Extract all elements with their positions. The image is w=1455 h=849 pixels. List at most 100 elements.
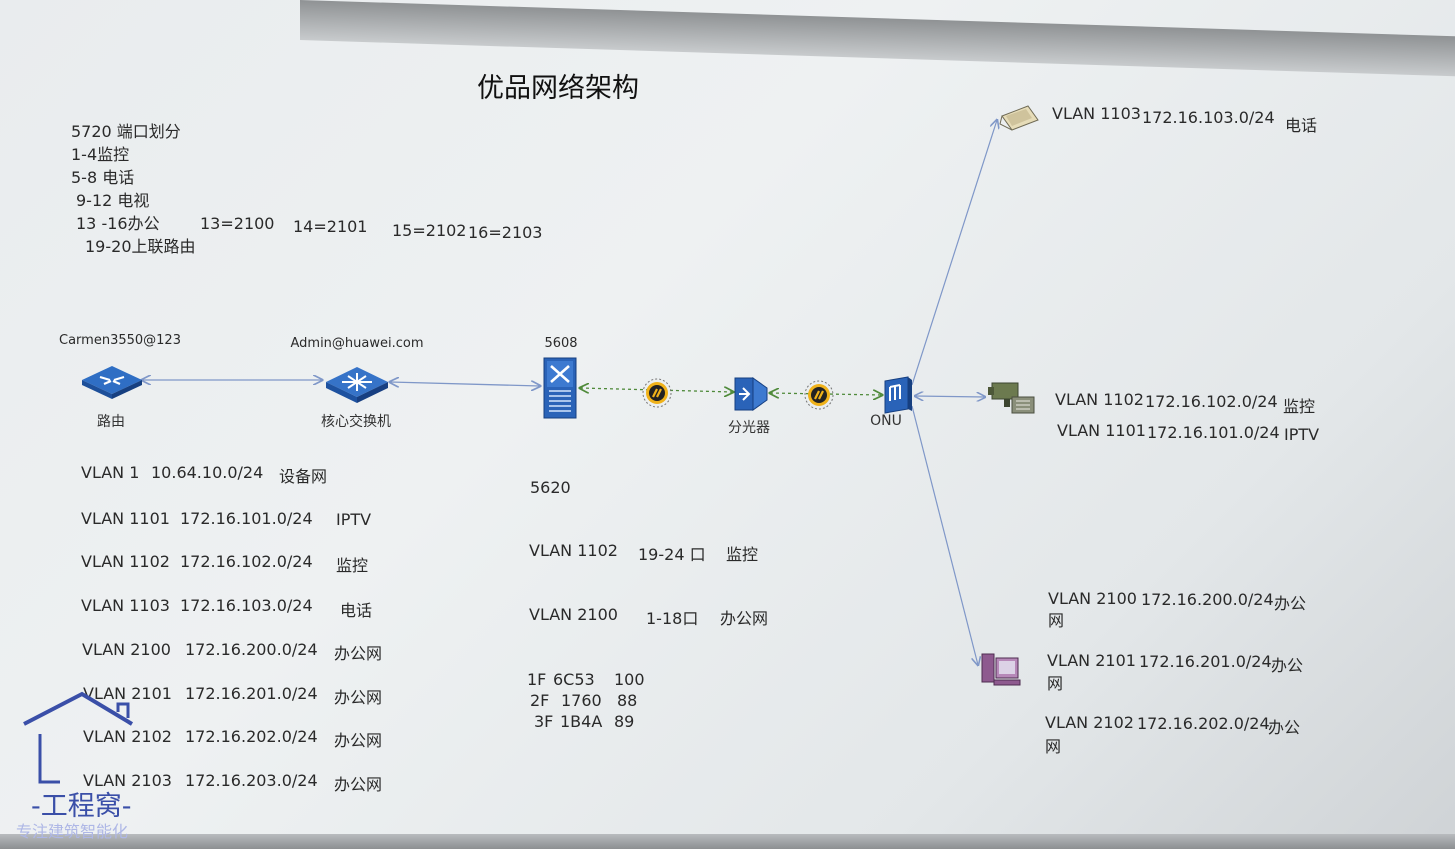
- port-plan-line: 19-20上联路由: [85, 237, 196, 256]
- port-plan-line: 9-12 电视: [76, 191, 150, 210]
- floor-label: 3F: [534, 712, 554, 731]
- port-vlan-map: 14=2101: [293, 217, 368, 236]
- watermark-slogan: 专注建筑智能化: [16, 822, 129, 841]
- pc-vlan-name: 办公: [1268, 718, 1301, 737]
- vlan-id: VLAN 2103: [83, 771, 172, 790]
- splitter-label: 分光器: [728, 420, 770, 436]
- iptv-vlan-name: IPTV: [1284, 425, 1320, 444]
- monitor-bottom-bezel: [0, 834, 1455, 849]
- fiber-connector-icon: [641, 377, 673, 413]
- olt-model-label: 5608: [544, 336, 578, 351]
- switch-5620-ports: 19-24 口: [638, 545, 706, 564]
- pc-vlan-subnet: 172.16.200.0/24: [1141, 590, 1274, 609]
- port-plan-line: 5-8 电话: [71, 168, 135, 187]
- phone-vlan-id: VLAN 1103: [1052, 104, 1141, 123]
- vlan-name: 办公网: [334, 731, 383, 750]
- floor-count: 89: [614, 712, 635, 731]
- vlan-subnet: 172.16.103.0/24: [180, 596, 313, 615]
- port-vlan-map: 15=2102: [392, 221, 467, 240]
- link-onu-phone: [911, 120, 997, 386]
- floor-count: 88: [617, 691, 638, 710]
- pc-vlan-name: 办公: [1274, 594, 1307, 613]
- port-vlan-map: 16=2103: [468, 223, 543, 242]
- vlan-id: VLAN 2100: [82, 640, 171, 659]
- fiber-connector-icon: [803, 379, 835, 415]
- floor-label: 2F: [530, 691, 550, 710]
- floor-label: 1F: [527, 670, 547, 689]
- pc-vlan-name-wrap: 网: [1047, 674, 1064, 693]
- onu-icon: [882, 375, 914, 419]
- switch-5620-ports: 1-18口: [646, 609, 699, 628]
- router-credential: Carmen3550@123: [59, 333, 181, 348]
- vlan-subnet: 172.16.201.0/24: [185, 684, 318, 703]
- vlan-name: 办公网: [334, 775, 383, 794]
- link-core-olt: [390, 382, 540, 386]
- vlan-name: IPTV: [336, 510, 372, 529]
- pc-vlan-subnet: 172.16.201.0/24: [1139, 652, 1272, 671]
- core-switch-label: 核心交换机: [321, 414, 391, 430]
- vlan-id: VLAN 1101: [81, 509, 170, 528]
- floor-count: 100: [614, 670, 645, 689]
- vlan-id: VLAN 1102: [81, 552, 170, 571]
- port-vlan-map: 13=2100: [200, 214, 275, 233]
- camera-icon: [986, 377, 1036, 421]
- core-switch-credential: Admin@huawei.com: [290, 336, 424, 351]
- pc-vlan-name: 办公: [1271, 656, 1304, 675]
- switch-5620-title: 5620: [530, 478, 571, 497]
- camera-vlan-id: VLAN 1102: [1055, 390, 1144, 409]
- pc-vlan-id: VLAN 2100: [1048, 589, 1137, 608]
- pc-vlan-name-wrap: 网: [1048, 611, 1065, 630]
- router-label: 路由: [97, 414, 125, 430]
- vlan-name: 办公网: [334, 688, 383, 707]
- vlan-id: VLAN 1103: [81, 596, 170, 615]
- switch-5620-vlan-name: 办公网: [720, 609, 769, 628]
- vlan-name: 监控: [336, 556, 369, 575]
- vlan-id: VLAN 2102: [83, 727, 172, 746]
- switch-5620-vlan: VLAN 1102: [529, 541, 618, 560]
- vlan-name: 设备网: [279, 467, 328, 486]
- watermark-brand: -工程窝-: [31, 791, 132, 822]
- pc-vlan-name-wrap: 网: [1045, 737, 1062, 756]
- iptv-vlan-id: VLAN 1101: [1057, 421, 1146, 440]
- port-plan-line: 1-4监控: [71, 145, 130, 164]
- link-onu-pc: [911, 405, 978, 665]
- port-plan-line: 5720 端口划分: [71, 122, 181, 141]
- camera-vlan-name: 监控: [1283, 397, 1316, 416]
- floor-mac: 1760: [561, 691, 602, 710]
- onu-label: ONU: [870, 413, 902, 429]
- olt-icon: [543, 357, 579, 423]
- pc-vlan-id: VLAN 2102: [1045, 713, 1134, 732]
- pc-vlan-id: VLAN 2101: [1047, 651, 1136, 670]
- pc-vlan-subnet: 172.16.202.0/24: [1137, 714, 1270, 733]
- link-onu-camera: [915, 396, 985, 397]
- watermark-house-logo: [20, 690, 140, 794]
- vlan-id: VLAN 2101: [83, 684, 172, 703]
- vlan-subnet: 172.16.202.0/24: [185, 727, 318, 746]
- vlan-id: VLAN 1: [81, 463, 140, 482]
- iptv-vlan-subnet: 172.16.101.0/24: [1147, 423, 1280, 442]
- router-icon: [80, 360, 144, 404]
- vlan-subnet: 172.16.102.0/24: [180, 552, 313, 571]
- vlan-subnet: 172.16.101.0/24: [180, 509, 313, 528]
- phone-vlan-subnet: 172.16.103.0/24: [1142, 108, 1275, 127]
- switch-5620-vlan-name: 监控: [726, 545, 759, 564]
- vlan-subnet: 172.16.203.0/24: [185, 771, 318, 790]
- phone-icon: [998, 102, 1040, 138]
- floor-mac: 1B4A: [560, 712, 603, 731]
- fiber-olt-splitter: [580, 388, 733, 392]
- port-plan-line: 13 -16办公: [76, 214, 160, 233]
- vlan-name: 电话: [340, 601, 373, 620]
- switch-icon: [324, 362, 390, 408]
- switch-5620-vlan: VLAN 2100: [529, 605, 618, 624]
- floor-mac: 6C53: [553, 670, 595, 689]
- pc-icon: [980, 650, 1022, 692]
- splitter-icon: [733, 374, 771, 418]
- phone-vlan-name: 电话: [1285, 116, 1318, 135]
- vlan-subnet: 172.16.200.0/24: [185, 640, 318, 659]
- camera-vlan-subnet: 172.16.102.0/24: [1145, 392, 1278, 411]
- vlan-name: 办公网: [334, 644, 383, 663]
- diagram-title: 优品网络架构: [477, 73, 639, 104]
- vlan-subnet: 10.64.10.0/24: [151, 463, 264, 482]
